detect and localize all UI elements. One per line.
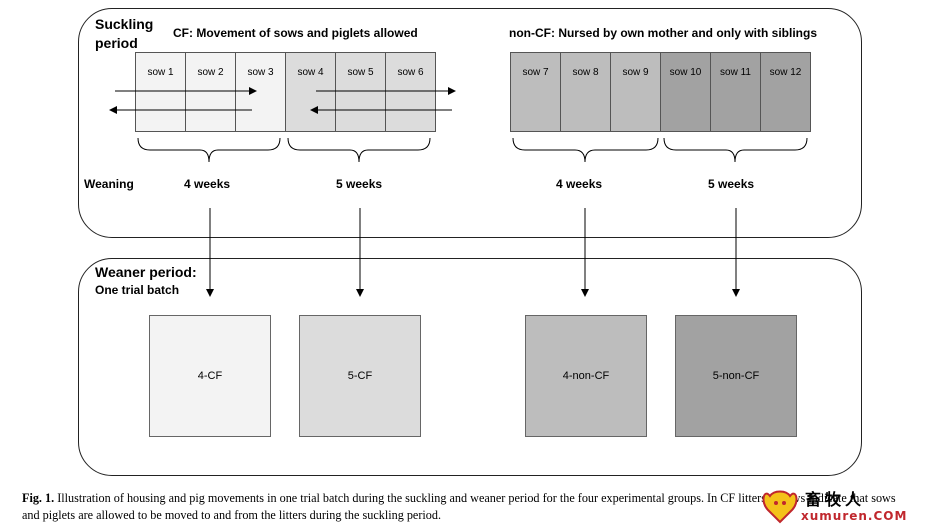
- group-brace: [663, 137, 808, 163]
- sow-cell: sow 12: [760, 52, 811, 132]
- trial-batch-label: One trial batch: [95, 283, 180, 297]
- sow-cell: sow 1: [135, 52, 186, 132]
- sow-cell: sow 11: [710, 52, 761, 132]
- noncf-header: non-CF: Nursed by own mother and only wi…: [509, 26, 817, 40]
- suckling-period-label-line2: period: [95, 35, 138, 51]
- sow-cell: sow 5: [335, 52, 386, 132]
- weaning-label: Weaning: [84, 177, 134, 191]
- group-brace: [137, 137, 281, 163]
- caption-text: Illustration of housing and pig movement…: [22, 491, 896, 522]
- sow-cell: sow 10: [660, 52, 711, 132]
- weaner-box-5cf: 5-CF: [299, 315, 421, 437]
- weeks-label-5cf: 5 weeks: [336, 177, 383, 191]
- caption-prefix: Fig. 1.: [22, 491, 55, 505]
- weaner-box-4cf: 4-CF: [149, 315, 271, 437]
- weaner-box-5noncf: 5-non-CF: [675, 315, 797, 437]
- weeks-label-4cf: 4 weeks: [184, 177, 231, 191]
- group-brace: [287, 137, 431, 163]
- weaner-period-panel: [78, 258, 862, 476]
- sow-cell: sow 2: [185, 52, 236, 132]
- group-brace: [512, 137, 659, 163]
- watermark-logo-icon: [762, 490, 798, 524]
- weaner-period-label: Weaner period:: [95, 264, 197, 280]
- sow-cell: sow 7: [510, 52, 561, 132]
- sow-cell: sow 4: [285, 52, 336, 132]
- weeks-label-4noncf: 4 weeks: [556, 177, 603, 191]
- sow-cell: sow 3: [235, 52, 286, 132]
- figure-caption: Fig. 1. Illustration of housing and pig …: [22, 490, 902, 524]
- weeks-label-5noncf: 5 weeks: [708, 177, 755, 191]
- cf-header: CF: Movement of sows and piglets allowed: [173, 26, 418, 40]
- suckling-period-panel: [78, 8, 862, 238]
- suckling-period-label-line1: Suckling: [95, 16, 154, 32]
- watermark-chinese: 畜牧人: [805, 490, 866, 509]
- weaner-box-4noncf: 4-non-CF: [525, 315, 647, 437]
- sow-cell: sow 6: [385, 52, 436, 132]
- watermark-site: xumuren.COM: [801, 509, 908, 523]
